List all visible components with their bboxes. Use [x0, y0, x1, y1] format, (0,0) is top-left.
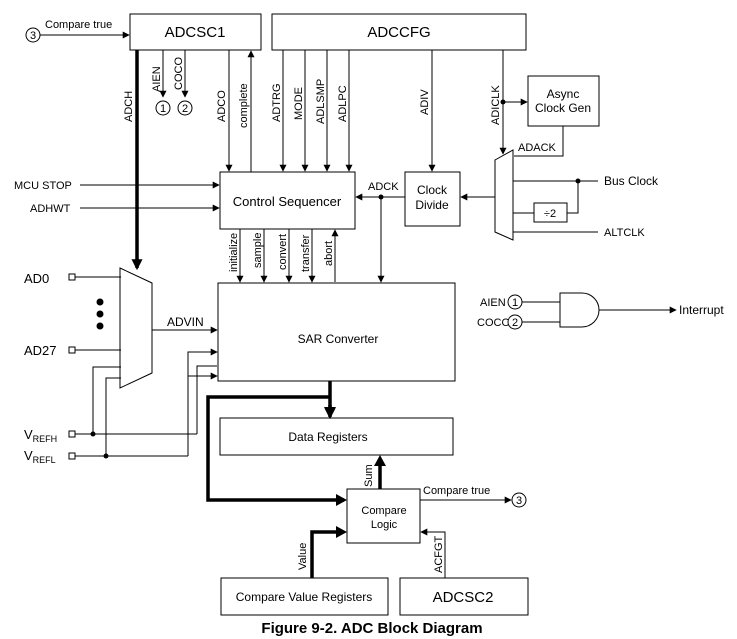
transfer-label: transfer [300, 234, 312, 272]
figure-caption: Figure 9-2. ADC Block Diagram [261, 620, 482, 637]
interrupt-logic: AIEN 1 COCO 2 Interrupt [477, 294, 724, 330]
bus-clock-signal: Bus Clock ALTCLK [513, 174, 659, 239]
adiv-label: ADIV [419, 89, 431, 115]
bus-clock-label: Bus Clock [604, 174, 659, 188]
sar-converter-label: SAR Converter [298, 332, 379, 346]
ad27-label: AD27 [24, 343, 57, 358]
adck-signal: ADCK [355, 181, 405, 283]
adccfg-block: ADCCFG [271, 13, 527, 51]
compare-true-out-label: Compare true [423, 485, 490, 497]
altclk-label: ALTCLK [604, 227, 645, 239]
sum-label: Sum [363, 464, 375, 487]
sequencer-to-sar-signals: initialize sample convert transfer abort [228, 229, 339, 283]
vrefl-label: VREFL [24, 448, 56, 465]
convert-label: convert [277, 234, 289, 270]
acfgt-label: ACFGT [433, 535, 445, 573]
divide-by-two-block: ÷2 [533, 202, 568, 223]
sar-result-path [206, 381, 347, 506]
compare-value-registers-label: Compare Value Registers [236, 590, 373, 604]
abort-label: abort [323, 241, 335, 266]
value-signal: Value [297, 526, 347, 578]
ellipsis-dot [96, 310, 104, 318]
adccfg-label: ADCCFG [367, 24, 430, 41]
sum-signal: Sum [363, 455, 386, 489]
coco-label: COCO [173, 57, 185, 90]
adtrg-label: ADTRG [271, 84, 283, 123]
acfgt-signal: ACFGT [420, 528, 446, 578]
ellipsis-dot [96, 322, 104, 330]
sample-label: sample [252, 233, 264, 268]
adcsc1-block: ADCSC1 [129, 13, 262, 51]
divide-by-two-label: ÷2 [544, 208, 556, 220]
adccfg-outputs: ADTRG MODE ADLSMP ADLPC ADIV ADICLK [271, 50, 528, 172]
coco-gate-label: COCO [477, 317, 510, 329]
marker-three-out: 3 [516, 495, 522, 507]
analog-inputs: AD0 AD27 VREFH VREFL [24, 271, 218, 465]
async-clock-gen-label-2: Clock Gen [535, 101, 591, 115]
advin-signal: ADVIN [152, 315, 218, 334]
advin-label: ADVIN [167, 315, 204, 329]
marker-two-gate: 2 [512, 317, 518, 329]
adack-signal: ADACK [514, 126, 564, 157]
compare-true-in-label: Compare true [45, 19, 112, 31]
sar-converter-block: SAR Converter [217, 282, 456, 382]
adcsc1-label: ADCSC1 [165, 24, 226, 41]
adlpc-label: ADLPC [337, 85, 349, 122]
interrupt-and-gate [559, 292, 600, 328]
adlsmp-label: ADLSMP [315, 79, 327, 124]
ellipsis-dot [96, 298, 104, 306]
left-control-inputs: MCU STOP ADHWT [14, 180, 220, 215]
aien-label: AIEN [151, 66, 163, 92]
adch-label: ADCH [123, 91, 135, 122]
adco-complete-signals: ADCO complete [216, 50, 255, 172]
control-sequencer-block: Control Sequencer [219, 171, 356, 230]
data-registers-block: Data Registers [219, 417, 454, 456]
marker-one-gate: 1 [512, 297, 518, 309]
compare-logic-label-1: Compare [361, 505, 406, 517]
ad0-label: AD0 [24, 271, 49, 286]
initialize-label: initialize [228, 233, 240, 272]
aien-gate-label: AIEN [480, 297, 506, 309]
adiclk-label: ADICLK [490, 85, 502, 125]
adcsc2-block: ADCSC2 [399, 577, 529, 616]
marker-two-top: 2 [182, 103, 188, 115]
clock-select-mux [494, 149, 514, 241]
clock-divide-label-2: Divide [415, 198, 449, 212]
marker-one-top: 1 [160, 103, 166, 115]
compare-logic-block: Compare Logic [346, 488, 421, 544]
compare-value-registers-block: Compare Value Registers [220, 577, 389, 616]
async-clock-gen-block: Async Clock Gen [527, 75, 600, 127]
complete-label: complete [238, 83, 250, 128]
adhwt-label: ADHWT [30, 203, 71, 215]
value-label: Value [297, 543, 309, 570]
clock-divide-label-1: Clock [417, 183, 448, 197]
adco-label: ADCO [216, 90, 228, 122]
clock-divide-block: Clock Divide [404, 171, 461, 227]
async-clock-gen-label-1: Async [547, 87, 580, 101]
compare-logic-label-2: Logic [371, 519, 398, 531]
marker-three-in: 3 [30, 30, 36, 42]
control-sequencer-label: Control Sequencer [233, 194, 342, 209]
data-registers-label: Data Registers [288, 430, 367, 444]
adch-signal: ADCH [123, 50, 143, 271]
mcu-stop-label: MCU STOP [14, 180, 72, 192]
interrupt-label: Interrupt [679, 303, 724, 317]
compare-true-input: 3 Compare true [25, 19, 130, 43]
vrefh-label: VREFH [24, 427, 57, 444]
adck-label: ADCK [368, 181, 399, 193]
adcsc2-label: ADCSC2 [433, 589, 494, 606]
adack-label: ADACK [518, 142, 557, 154]
compare-true-output: Compare true 3 [420, 485, 527, 508]
mode-label: MODE [293, 87, 305, 120]
aien-coco-outputs: AIEN 1 COCO 2 [151, 50, 193, 116]
analog-input-mux [119, 267, 153, 389]
